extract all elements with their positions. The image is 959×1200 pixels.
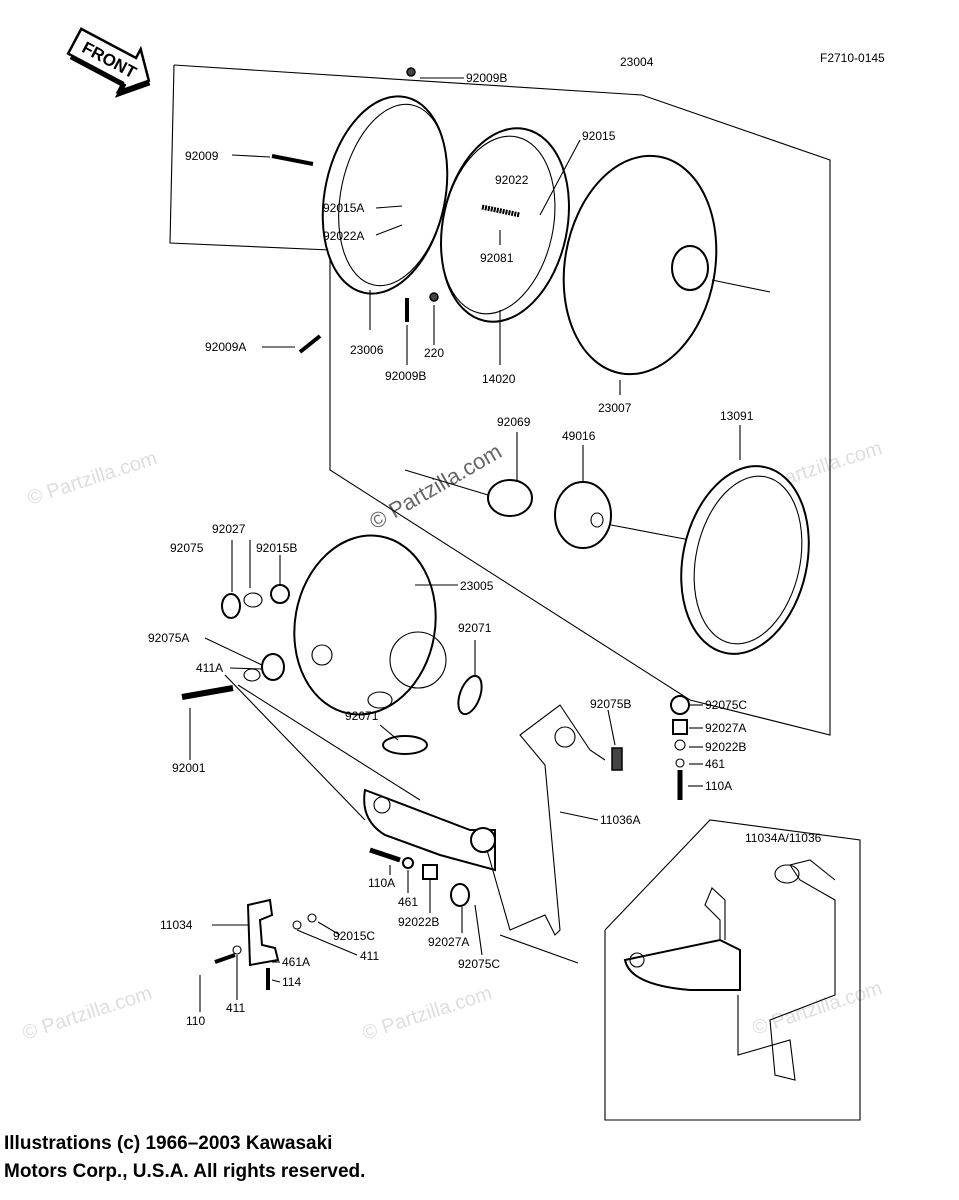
callout-label: 92009A <box>205 340 246 354</box>
callout-label: 23005 <box>460 579 494 593</box>
small-bracket-part <box>214 898 317 990</box>
callout-label: 92075C <box>705 698 747 712</box>
watermark: © Partzilla.com <box>25 447 160 510</box>
callout-label: 92009 <box>185 149 219 163</box>
callout-label: 92071 <box>345 709 379 723</box>
callout-label: 92022A <box>323 229 364 243</box>
assembly-outline <box>169 64 831 736</box>
callout-label: 92001 <box>172 761 206 775</box>
callout-label: 92075A <box>148 631 189 645</box>
callout-label: 92022 <box>495 173 529 187</box>
inset-frame <box>604 819 861 1121</box>
callout-label: 92022B <box>705 740 746 754</box>
callout-label: 92075 <box>170 541 204 555</box>
grommet-parts <box>181 584 483 755</box>
watermark: © Partzilla.com <box>360 982 495 1045</box>
callout-label: 14020 <box>482 372 516 386</box>
headlight-rim-part <box>321 95 449 295</box>
callout-label: 92027A <box>428 935 469 949</box>
watermark: © Partzilla.com <box>20 982 155 1045</box>
callout-label: 11034A/11036 <box>745 831 822 845</box>
callout-label: 92027A <box>705 721 746 735</box>
watermark-main: © Partzilla.com <box>365 439 506 535</box>
callout-label: 11034 <box>160 918 193 932</box>
copyright-notice: Illustrations (c) 1966–2003 Kawasaki Mot… <box>4 1130 365 1186</box>
callout-label: 411A <box>196 661 223 675</box>
callout-label: 92075C <box>458 957 500 971</box>
socket-cover-part <box>554 481 691 549</box>
headlight-housing-part <box>440 127 570 323</box>
screw-parts <box>271 67 521 354</box>
bulb-part <box>404 469 533 517</box>
copyright-line-2: Motors Corp., U.S.A. All rights reserved… <box>4 1161 366 1182</box>
callout-label: 461 <box>705 757 725 771</box>
callout-label: 23007 <box>598 401 632 415</box>
callout-label: 92069 <box>497 415 531 429</box>
callout-label: 92022B <box>398 915 439 929</box>
callout-labels: 23004 92009B 92009 92015 92022 92015A 92… <box>148 55 822 1028</box>
headlight-shell-part <box>293 534 447 716</box>
front-arrow-icon: FRONT <box>66 27 151 98</box>
callout-label: 411 <box>226 1001 245 1015</box>
headlight-lens-part <box>562 154 771 376</box>
callout-label: 92015 <box>582 129 616 143</box>
copyright-line-1: Illustrations (c) 1966–2003 Kawasaki <box>4 1133 333 1154</box>
callout-label: 461A <box>282 955 310 969</box>
callout-label: 114 <box>282 975 301 989</box>
callout-label: 13091 <box>720 409 754 423</box>
inset-bracket-part <box>623 859 836 1081</box>
callout-label: 220 <box>424 346 444 360</box>
callout-label: 11036A <box>600 813 640 827</box>
callout-label: 92015A <box>323 201 364 215</box>
callout-label: 411 <box>360 949 379 963</box>
leader-lines <box>189 77 741 1012</box>
mounting-bracket-part <box>224 674 606 964</box>
callout-label: 92009B <box>466 71 507 85</box>
retaining-ring-part <box>680 465 810 655</box>
callout-label: 92009B <box>385 369 426 383</box>
callout-label: 92015B <box>256 541 297 555</box>
callout-label: 92081 <box>480 251 514 265</box>
callout-label: 49016 <box>562 429 596 443</box>
callout-label: 110A <box>705 779 732 793</box>
callout-label: 23004 <box>620 55 654 69</box>
callout-label: 110 <box>186 1014 205 1028</box>
callout-label: 92015C <box>333 929 375 943</box>
callout-label: 92071 <box>458 621 492 635</box>
callout-label: 110A <box>368 876 395 890</box>
figure-code: F2710-0145 <box>820 51 885 65</box>
callout-label: 23006 <box>350 343 384 357</box>
fastener-parts <box>369 695 690 907</box>
callout-label: 92027 <box>212 522 246 536</box>
callout-label: 92075B <box>590 697 631 711</box>
callout-label: 461 <box>398 895 418 909</box>
watermark: © Partzilla.com <box>750 977 885 1040</box>
